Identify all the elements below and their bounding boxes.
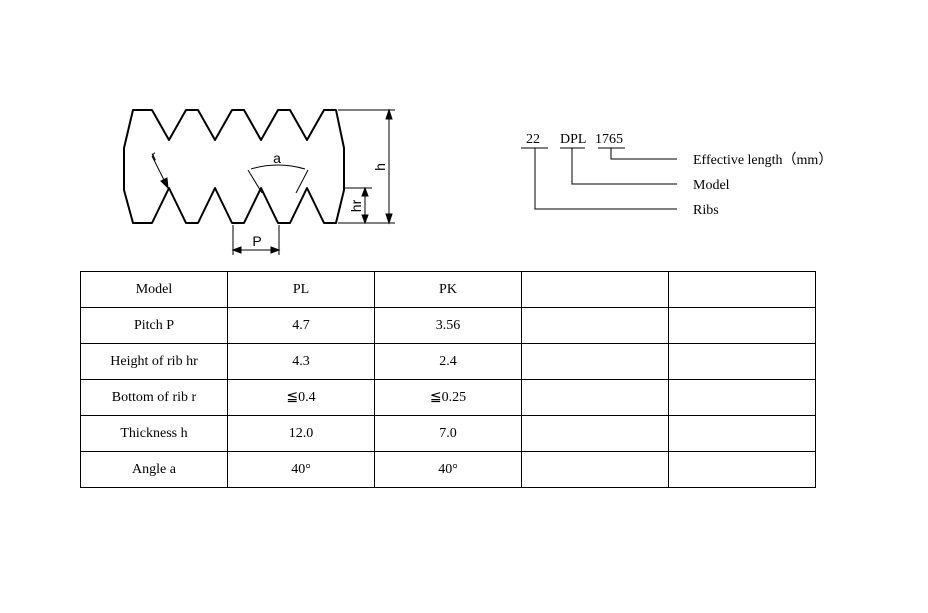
table-cell: Bottom of rib r	[80, 379, 228, 416]
table-cell: 40°	[227, 451, 375, 488]
angle-a-label: a	[273, 150, 281, 166]
table-cell: 4.7	[227, 307, 375, 344]
table-cell	[521, 307, 669, 344]
table-cell: 3.56	[374, 307, 522, 344]
table-row: Thickness h 12.0 7.0	[80, 415, 816, 452]
table-row: Pitch P 4.7 3.56	[80, 307, 816, 344]
table-cell: 40°	[374, 451, 522, 488]
r-leader	[151, 155, 169, 190]
table-row: Angle a 40° 40°	[80, 451, 816, 488]
table-cell: Height of rib hr	[80, 343, 228, 380]
hr-label: hr	[348, 199, 364, 212]
table-cell	[521, 343, 669, 380]
ribs-label: Ribs	[693, 203, 719, 218]
table-cell	[668, 415, 816, 452]
table-cell	[521, 379, 669, 416]
code-leaders	[521, 147, 677, 210]
hr-dimension	[344, 186, 372, 225]
code-ribs: 22	[526, 132, 540, 147]
table-cell: Model	[80, 271, 228, 308]
table-cell	[668, 379, 816, 416]
p-label: P	[252, 233, 261, 249]
code-model: DPL	[560, 132, 586, 147]
angle-a-dimension	[247, 164, 309, 194]
h-label: h	[372, 163, 388, 171]
table-cell: ≦0.4	[227, 379, 375, 416]
table-cell: 7.0	[374, 415, 522, 452]
effective-length-label: Effective length（mm）	[693, 152, 832, 168]
table-cell	[668, 451, 816, 488]
table-cell	[521, 415, 669, 452]
table-row: Bottom of rib r ≦0.4 ≦0.25	[80, 379, 816, 416]
spec-table: Model PL PK Pitch P 4.7 3.56 Height of r…	[80, 271, 816, 488]
table-row: Height of rib hr 4.3 2.4	[80, 343, 816, 380]
table-cell: 12.0	[227, 415, 375, 452]
r-label: r	[148, 147, 159, 164]
table-cell: Thickness h	[80, 415, 228, 452]
belt-profile	[123, 109, 345, 224]
table-cell	[668, 307, 816, 344]
model-label: Model	[693, 178, 730, 193]
table-cell: Angle a	[80, 451, 228, 488]
table-cell	[521, 451, 669, 488]
table-cell: PK	[374, 271, 522, 308]
pitch-p-dimension	[231, 225, 281, 255]
table-cell: 4.3	[227, 343, 375, 380]
table-cell	[521, 271, 669, 308]
code-length: 1765	[595, 132, 623, 147]
table-cell	[668, 343, 816, 380]
h-dimension	[338, 108, 395, 225]
table-cell: Pitch P	[80, 307, 228, 344]
table-cell: PL	[227, 271, 375, 308]
table-row: Model PL PK	[80, 271, 816, 308]
table-cell: 2.4	[374, 343, 522, 380]
table-cell: ≦0.25	[374, 379, 522, 416]
table-cell	[668, 271, 816, 308]
